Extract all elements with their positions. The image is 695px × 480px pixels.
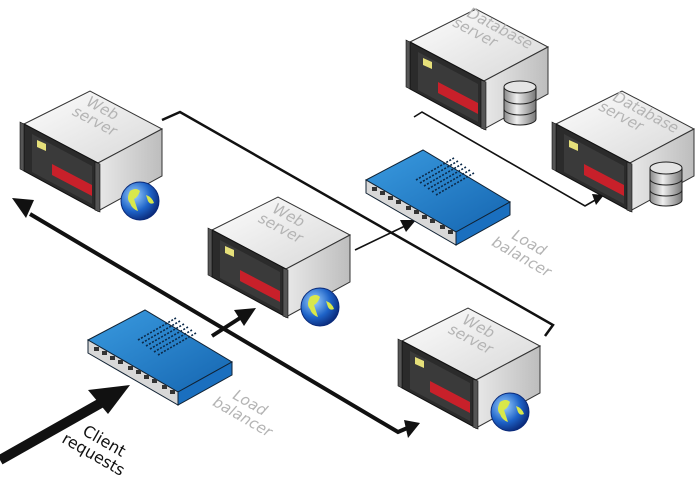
client-requests-arrow-shaft: [0, 390, 118, 465]
arrowhead-to-lb2: [400, 220, 416, 232]
arrowhead-to-web3: [404, 420, 420, 438]
arrowhead-to-web1: [12, 198, 34, 218]
connector-web1-to-web3: [161, 110, 555, 337]
globe-icon: [120, 181, 160, 221]
connector-lb1-to-web2: [210, 316, 242, 338]
database-icon: [649, 161, 683, 207]
connector-lb2-to-db: [413, 111, 598, 207]
arrowheads: [12, 194, 604, 438]
arrowhead-to-db2: [592, 194, 604, 205]
load-balancer-1-label: Load balancer: [210, 386, 276, 441]
database-icon: [503, 80, 537, 126]
connector-web2-to-lb2: [354, 225, 406, 251]
globe-icon: [300, 287, 340, 327]
load-balancer-2-label: Load balancer: [489, 226, 555, 281]
arrowhead-to-web2: [234, 308, 256, 326]
globe-icon: [490, 392, 530, 432]
client-requests-arrowhead: [88, 385, 130, 414]
